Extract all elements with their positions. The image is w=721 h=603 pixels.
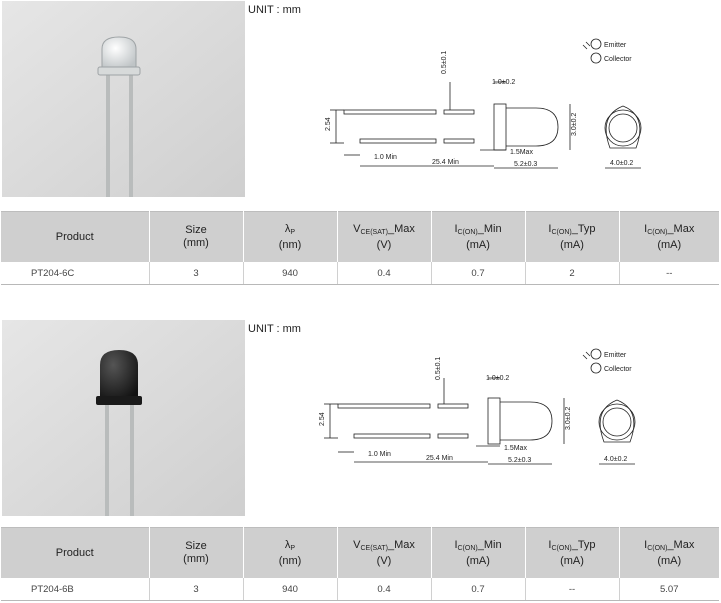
dim-lead-min: 1.0 Min bbox=[374, 154, 397, 161]
dim-body-length: 5.2±0.3 bbox=[508, 457, 531, 464]
dim-pitch: 2.54 bbox=[319, 412, 326, 426]
legend-collector: Collector bbox=[604, 366, 632, 373]
cell-ic-max: -- bbox=[619, 262, 719, 285]
header-ic-min: IC(ON)_Min(mA) bbox=[431, 527, 526, 578]
table-row: PT204-6B 3 940 0.4 0.7 -- 5.07 bbox=[1, 578, 719, 601]
dim-lead-length: 25.4 Min bbox=[426, 455, 453, 462]
legend-emitter: Emitter bbox=[604, 352, 627, 359]
cell-ic-min: 0.7 bbox=[431, 262, 526, 285]
dim-pitch: 2.54 bbox=[325, 117, 332, 131]
product-photo-clear bbox=[2, 1, 245, 197]
header-size: Size(mm) bbox=[149, 527, 244, 578]
cell-size: 3 bbox=[149, 262, 244, 285]
header-wavelength: λP(nm) bbox=[243, 527, 338, 578]
header-wavelength: λP(nm) bbox=[243, 211, 338, 262]
header-ic-max: IC(ON)_Max(mA) bbox=[619, 211, 719, 262]
header-ic-typ: IC(ON)_Typ(mA) bbox=[525, 527, 620, 578]
dim-body-length: 5.2±0.3 bbox=[514, 161, 537, 168]
dim-lead-min: 1.0 Min bbox=[368, 451, 391, 458]
table-header-row: Product Size(mm) λP(nm) VCE(SAT)_Max(V) … bbox=[1, 211, 719, 262]
dim-lead-length: 25.4 Min bbox=[432, 159, 459, 166]
header-vce-max: VCE(SAT)_Max(V) bbox=[337, 527, 432, 578]
spec-table-2: Product Size(mm) λP(nm) VCE(SAT)_Max(V) … bbox=[1, 527, 719, 601]
dim-flange-max: 1.5Max bbox=[504, 445, 527, 452]
dim-diameter-side: 3.0±0.2 bbox=[571, 113, 578, 136]
dimension-drawing-2: Emitter Collector 0.5±0.1 1.0±0.2 2.54 3… bbox=[319, 348, 636, 465]
dim-flange: 1.0±0.2 bbox=[492, 79, 515, 86]
dim-lead-space: 0.5±0.1 bbox=[441, 51, 448, 74]
cell-product: PT204-6C bbox=[1, 262, 150, 285]
dim-flange-max: 1.5Max bbox=[510, 149, 533, 156]
dim-lead-space: 0.5±0.1 bbox=[435, 357, 442, 380]
cell-size: 3 bbox=[149, 578, 244, 601]
dim-diameter-front: 4.0±0.2 bbox=[610, 160, 633, 167]
table-row: PT204-6C 3 940 0.4 0.7 2 -- bbox=[1, 262, 719, 285]
unit-label: UNIT : mm bbox=[248, 323, 301, 335]
header-ic-min: IC(ON)_Min(mA) bbox=[431, 211, 526, 262]
cell-ic-min: 0.7 bbox=[431, 578, 526, 601]
table-header-row: Product Size(mm) λP(nm) VCE(SAT)_Max(V) … bbox=[1, 527, 719, 578]
dimension-drawing-1: Emitter Collector 0.5±0.1 1.0±0.2 2.54 3… bbox=[325, 38, 642, 169]
header-vce-max: VCE(SAT)_Max(V) bbox=[337, 211, 432, 262]
cell-vce-max: 0.4 bbox=[337, 578, 432, 601]
dim-diameter-front: 4.0±0.2 bbox=[604, 456, 627, 463]
legend-emitter: Emitter bbox=[604, 42, 627, 49]
cell-wavelength: 940 bbox=[243, 262, 338, 285]
legend-collector: Collector bbox=[604, 56, 632, 63]
header-ic-max: IC(ON)_Max(mA) bbox=[619, 527, 719, 578]
header-product: Product bbox=[1, 211, 150, 262]
cell-vce-max: 0.4 bbox=[337, 262, 432, 285]
cell-product: PT204-6B bbox=[1, 578, 150, 601]
spec-table-1: Product Size(mm) λP(nm) VCE(SAT)_Max(V) … bbox=[1, 211, 719, 285]
header-ic-typ: IC(ON)_Typ(mA) bbox=[525, 211, 620, 262]
dim-flange: 1.0±0.2 bbox=[486, 375, 509, 382]
cell-ic-max: 5.07 bbox=[619, 578, 719, 601]
product-photo-black bbox=[2, 320, 245, 516]
dim-diameter-side: 3.0±0.2 bbox=[565, 407, 572, 430]
cell-wavelength: 940 bbox=[243, 578, 338, 601]
header-size: Size(mm) bbox=[149, 211, 244, 262]
cell-ic-typ: 2 bbox=[525, 262, 620, 285]
clear-led-image bbox=[2, 1, 245, 197]
header-product: Product bbox=[1, 527, 150, 578]
cell-ic-typ: -- bbox=[525, 578, 620, 601]
black-led-image bbox=[2, 320, 245, 516]
unit-label: UNIT : mm bbox=[248, 4, 301, 16]
